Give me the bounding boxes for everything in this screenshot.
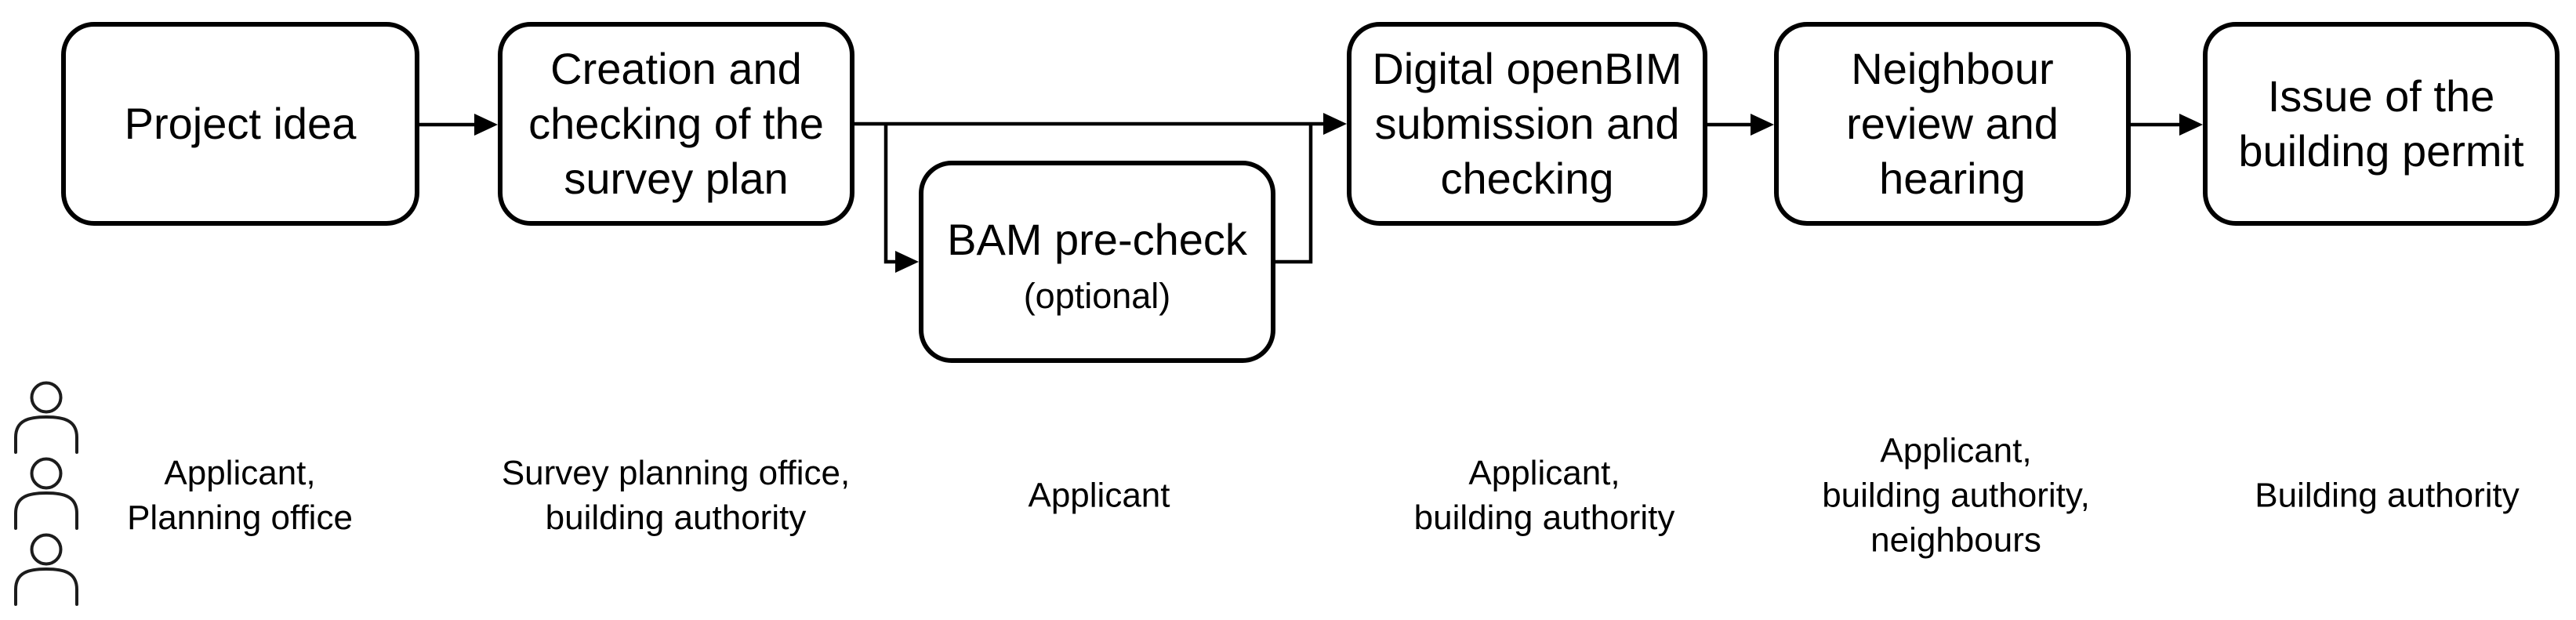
step-title-openbim-submission: Digital openBIM submission and checking bbox=[1372, 44, 1682, 203]
step-box-project-idea: Project idea bbox=[61, 22, 419, 226]
actors-label-bam-pre-check: Applicant bbox=[1028, 476, 1170, 515]
person-icon bbox=[14, 533, 78, 606]
step-subtitle-bam-optional: (optional) bbox=[1023, 276, 1171, 316]
arrow-project-idea-to-survey-plan bbox=[419, 114, 498, 136]
step-title-bam-pre-check: BAM pre-check bbox=[947, 215, 1247, 264]
step-box-openbim-submission: Digital openBIM submission and checking bbox=[1347, 22, 1707, 226]
actors-label-building-permit: Building authority bbox=[2255, 476, 2520, 515]
arrow-submission-to-neighbour-review bbox=[1707, 114, 1774, 136]
arrow-survey-plan-to-submission bbox=[854, 113, 1347, 135]
step-title-project-idea: Project idea bbox=[124, 99, 357, 148]
step-title-survey-plan: Creation and checking of the survey plan bbox=[528, 44, 824, 203]
step-box-neighbour-review: Neighbour review and hearing bbox=[1774, 22, 2131, 226]
people-icon bbox=[14, 381, 78, 606]
actors-label-openbim-submission: Applicant, building authority bbox=[1413, 454, 1675, 537]
step-title-building-permit: Issue of the building permit bbox=[2238, 71, 2524, 176]
actors-label-project-idea: Applicant, Planning office bbox=[127, 454, 353, 537]
step-box-bam-pre-check: BAM pre-check (optional) bbox=[919, 161, 1275, 363]
actors-label-survey-plan: Survey planning office, building authori… bbox=[501, 454, 851, 537]
arrow-branch-to-bam-pre-check bbox=[883, 124, 919, 273]
actors-label-neighbour-review: Applicant, building authority, neighbour… bbox=[1822, 431, 2090, 560]
person-icon bbox=[14, 457, 78, 530]
step-box-building-permit: Issue of the building permit bbox=[2203, 22, 2560, 226]
person-icon bbox=[14, 381, 78, 454]
arrow-neighbour-review-to-permit bbox=[2131, 114, 2203, 136]
step-box-survey-plan: Creation and checking of the survey plan bbox=[498, 22, 854, 226]
step-title-neighbour-review: Neighbour review and hearing bbox=[1846, 44, 2059, 203]
line-bam-pre-check-return bbox=[1275, 124, 1313, 264]
